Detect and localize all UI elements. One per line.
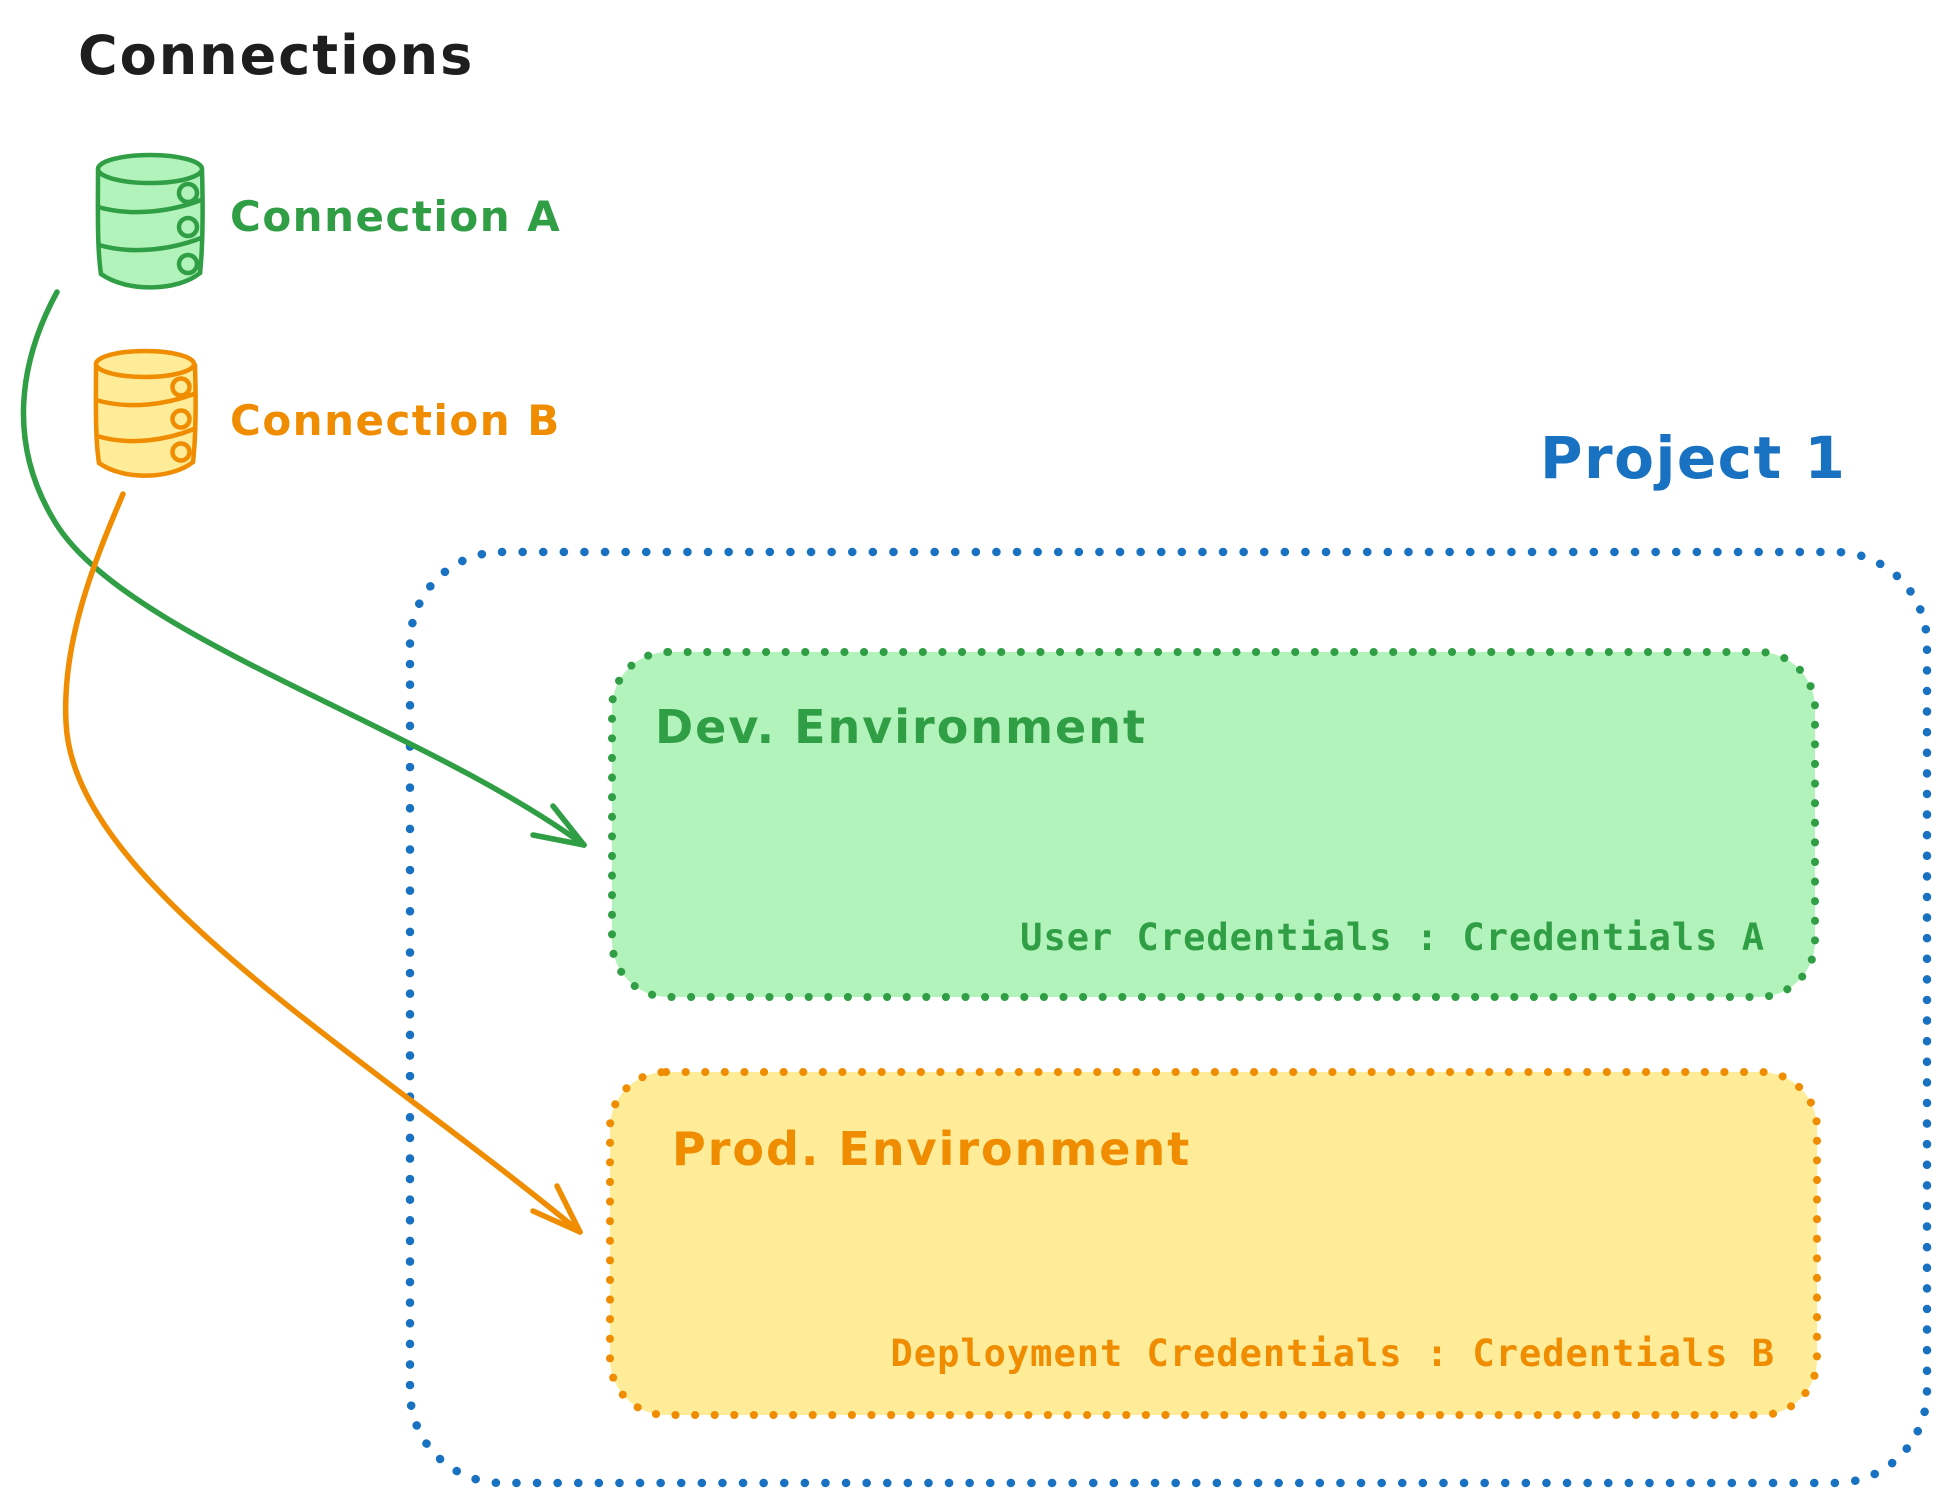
prod-environment-label: Prod. Environment [672, 1122, 1192, 1176]
diagram-title: Connections [78, 24, 475, 87]
dev-environment-label: Dev. Environment [655, 700, 1147, 754]
project-box [405, 547, 1932, 1488]
prod-credentials-text: Deployment Credentials : Credentials B [890, 1332, 1775, 1375]
connection-b-to-prod-arrow [62, 491, 583, 1235]
project-title: Project 1 [1540, 424, 1847, 492]
connection-b-label: Connection B [230, 396, 561, 445]
database-icon [95, 152, 205, 290]
prod-environment-box [606, 1068, 1821, 1419]
database-icon [93, 348, 198, 478]
dev-environment-box [608, 648, 1819, 1001]
dev-credentials-text: User Credentials : Credentials A [1020, 916, 1765, 959]
connection-a-to-dev-arrow [20, 289, 587, 848]
connection-a-label: Connection A [230, 192, 562, 241]
